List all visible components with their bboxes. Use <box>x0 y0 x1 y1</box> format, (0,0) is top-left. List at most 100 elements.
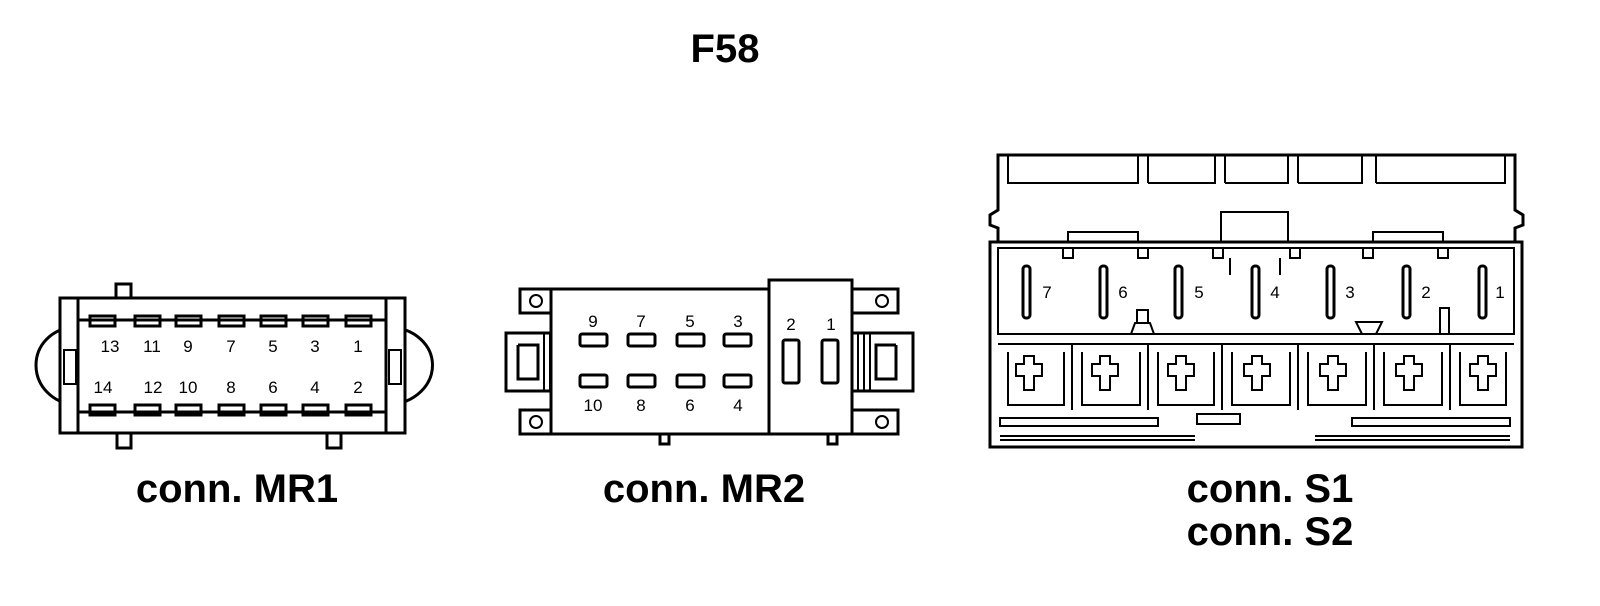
mr2-flange-bottom-left <box>518 408 553 436</box>
mr2-mount-hole <box>875 415 889 429</box>
mr2-slot-10 <box>578 373 609 389</box>
mr2-left-clip-rail <box>543 333 551 391</box>
s-pin-field <box>997 247 1515 335</box>
s-terminal-7 <box>1015 355 1043 391</box>
mr2-left-clip <box>504 331 551 393</box>
mr2-label: conn. MR2 <box>603 467 805 511</box>
s-terminal-3 <box>1319 355 1347 391</box>
diagram-title: F58 <box>691 27 760 71</box>
mr2-pin-label: 1 <box>826 315 835 334</box>
s-blade-5 <box>1173 264 1184 320</box>
s-terminal-2 <box>1395 355 1423 391</box>
mr2-right-clip <box>852 331 915 393</box>
s-blade-2 <box>1401 264 1412 320</box>
mr1-slot-9 <box>174 314 203 328</box>
connector-mr2: 9 7 5 3 10 8 6 4 2 1 <box>504 278 915 446</box>
mr1-slot-11 <box>133 314 162 328</box>
mr2-pin-label: 3 <box>733 312 742 331</box>
mr2-slot-4 <box>722 373 753 389</box>
s-notches <box>1062 248 1449 259</box>
mr2-bottom-tab <box>658 432 671 446</box>
mr1-pin-label: 4 <box>310 378 319 397</box>
mr2-pin-label: 9 <box>588 312 597 331</box>
mr2-pin-label: 8 <box>636 396 645 415</box>
mr2-flange-top-left <box>518 287 553 315</box>
s-blade-7 <box>1021 264 1032 320</box>
mr1-right-latch <box>388 349 402 385</box>
mr2-pin-label: 6 <box>685 396 694 415</box>
mr2-mount-hole <box>875 294 889 308</box>
mr1-slot-5 <box>259 314 288 328</box>
mr1-slot-4 <box>301 403 330 417</box>
mr2-mount-hole <box>529 415 543 429</box>
s-cavity-dividers <box>1071 344 1451 410</box>
mr2-slot-8 <box>626 373 657 389</box>
mr2-slot-2 <box>781 338 801 385</box>
mr1-slot-8 <box>217 403 246 417</box>
mr1-pin-label: 14 <box>94 378 113 397</box>
s-pin-label: 1 <box>1495 283 1504 302</box>
s-rail-right <box>1351 417 1511 427</box>
mr2-slot-3 <box>722 332 753 348</box>
s-blade-6 <box>1098 264 1109 320</box>
mr1-label: conn. MR1 <box>136 467 338 511</box>
mr1-inner-top <box>76 298 388 322</box>
mr2-pin-label: 2 <box>786 315 795 334</box>
s-terminal-4 <box>1243 355 1271 391</box>
mr1-pin-label: 10 <box>179 378 198 397</box>
mr1-slot-1 <box>344 314 373 328</box>
s-pin-label: 7 <box>1042 283 1051 302</box>
s-terminal-1 <box>1469 355 1497 391</box>
mr1-slot-6 <box>259 403 288 417</box>
s-pin-label: 3 <box>1345 283 1354 302</box>
s-top-windows <box>1007 155 1506 184</box>
s2-label: conn. S2 <box>1187 510 1354 554</box>
mr1-pin-label: 11 <box>143 337 161 356</box>
mr1-slot-7 <box>217 314 246 328</box>
s-pin-label: 2 <box>1421 283 1430 302</box>
mr2-right-clip-rail <box>857 333 871 391</box>
mr1-slot-3 <box>301 314 330 328</box>
mr1-slot-10 <box>174 403 203 417</box>
mr1-inner-bottom <box>76 410 388 433</box>
mr1-pin-label: 8 <box>226 378 235 397</box>
s1-label: conn. S1 <box>1187 467 1354 511</box>
mr2-slot-7 <box>626 332 657 348</box>
mr2-pin-label: 10 <box>584 396 603 415</box>
mr1-pin-label: 2 <box>353 378 362 397</box>
mr1-pin-label: 9 <box>183 337 192 356</box>
mr2-slot-9 <box>578 332 609 348</box>
connector-s1-s2: 7 6 5 4 3 2 1 <box>988 153 1525 449</box>
s-pin-label: 6 <box>1118 283 1127 302</box>
mr1-pin-label: 6 <box>268 378 277 397</box>
mr1-slot-13 <box>88 314 117 328</box>
mr1-pin-label: 1 <box>353 337 362 356</box>
mr2-mount-hole <box>529 294 543 308</box>
mr1-slot-12 <box>133 403 162 417</box>
mr2-side-block <box>767 278 854 436</box>
mr2-slot-1 <box>820 338 840 385</box>
s-center-key <box>1220 211 1289 243</box>
s-terminal-6 <box>1091 355 1119 391</box>
mr2-pin-label: 5 <box>685 312 694 331</box>
mr1-pin-label: 7 <box>226 337 235 356</box>
s-blade-1 <box>1477 264 1488 320</box>
s-blade-3 <box>1325 264 1336 320</box>
mr1-left-latch <box>63 349 77 385</box>
mr2-bottom-tab <box>826 432 839 446</box>
mr2-pin-label: 7 <box>636 312 645 331</box>
mr2-slot-5 <box>675 332 706 348</box>
s-pin-label: 5 <box>1194 283 1203 302</box>
s-blade-4 <box>1250 264 1261 320</box>
mr1-slot-14 <box>88 403 117 417</box>
s-cavity-walls <box>1007 352 1507 406</box>
s-key-post <box>1439 307 1450 335</box>
s-rail-left <box>999 417 1159 427</box>
connector-mr1: 13 11 9 7 5 3 1 14 12 10 8 6 4 2 <box>34 282 434 450</box>
s-terminal-5 <box>1167 355 1195 391</box>
s-rail-center <box>1196 413 1241 425</box>
mr1-pin-label: 3 <box>310 337 319 356</box>
s-key-feature <box>1130 309 1155 335</box>
s-pin-label: 4 <box>1270 283 1279 302</box>
